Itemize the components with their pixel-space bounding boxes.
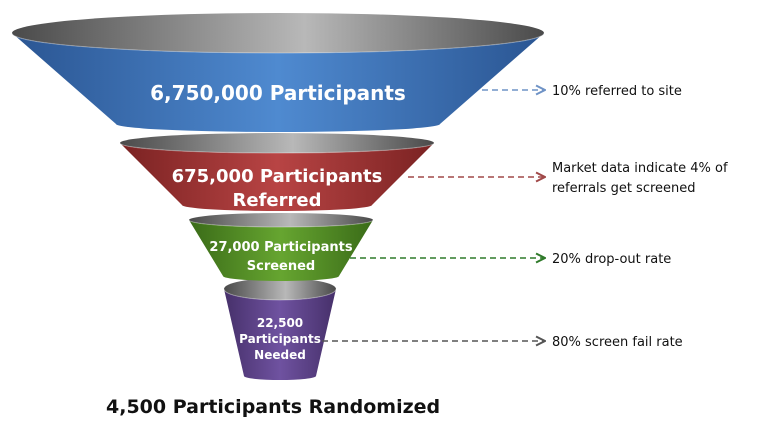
rim-highlight: [188, 219, 374, 228]
annotation-arrows: [322, 90, 545, 341]
tier-label-needed-line-3: Needed: [254, 348, 306, 362]
tier-label-needed-line-2: Participants: [239, 332, 321, 346]
tier-label-needed-line-1: 22,500: [257, 316, 303, 330]
annotation-total-line-1: 10% referred to site: [552, 84, 682, 99]
tier-rim: [120, 133, 434, 153]
rim-highlight: [119, 142, 435, 154]
tier-label-referred-line-1: 675,000 Participants: [172, 166, 383, 187]
randomized-footer: 4,500 Participants Randomized: [106, 396, 440, 418]
rim-highlight: [11, 32, 545, 54]
annotation-referred-line-2: referrals get screened: [552, 181, 696, 196]
annotation-screened-line-1: 20% drop-out rate: [552, 252, 671, 267]
tier-rim: [12, 13, 544, 53]
rim-highlight: [223, 288, 337, 301]
tier-body: [224, 289, 336, 380]
tier-body: [12, 33, 544, 132]
tier-label-total-line-1: 6,750,000 Participants: [150, 81, 406, 105]
tier-body: [120, 143, 434, 211]
annotation-referred-line-1: Market data indicate 4% of: [552, 161, 728, 176]
tier-rim: [224, 278, 336, 300]
tier-label-referred-line-2: Referred: [233, 190, 322, 211]
tier-label-screened-line-1: 27,000 Participants: [209, 240, 352, 255]
funnel-tier-total: 6,750,000 Participants: [11, 13, 545, 132]
annotation-needed-line-1: 80% screen fail rate: [552, 335, 683, 350]
annotations: 80% screen fail rate 20% drop-out rate Mar…: [552, 84, 728, 350]
tier-rim: [189, 213, 373, 227]
tier-body: [189, 220, 373, 281]
tier-label-screened-line-2: Screened: [247, 259, 316, 274]
